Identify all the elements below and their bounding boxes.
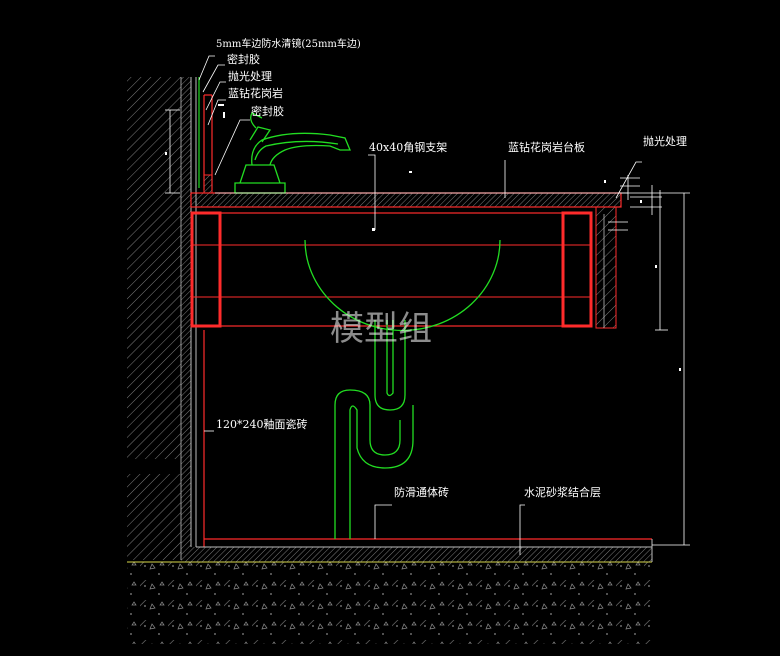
- label-wall-tile: 120*240釉面瓷砖: [216, 417, 308, 431]
- faucet: [234, 112, 351, 194]
- label-polish-right: 抛光处理: [643, 134, 687, 148]
- steel-frame: [190, 211, 593, 328]
- basin: [304, 239, 501, 332]
- countertop-slab: [190, 174, 622, 329]
- label-granite-counter: 蓝钻花岗岩台板: [508, 140, 585, 154]
- label-polish-left: 抛光处理: [228, 69, 272, 83]
- label-mortar: 水泥砂浆结合层: [524, 485, 601, 499]
- label-sealant-top: 密封胶: [227, 52, 260, 66]
- floor-layers: [127, 538, 653, 644]
- label-mirror-edge: 5mm车边防水清镜(25mm车边): [216, 37, 361, 50]
- left-wall: [127, 77, 182, 560]
- dimension-ticks: [165, 104, 681, 371]
- label-floor-tile: 防滑通体砖: [394, 485, 449, 499]
- leader-lines: [198, 55, 642, 555]
- drain-pipe: [334, 320, 414, 539]
- label-granite-left: 蓝钻花岗岩: [228, 86, 283, 100]
- label-steel-frame: 40x40角钢支架: [369, 141, 447, 154]
- label-sealant-mid: 密封胶: [251, 104, 284, 118]
- dimension-lines: [165, 109, 690, 546]
- watermark: 模型组: [330, 309, 432, 349]
- mirror-detail: [198, 77, 213, 190]
- labels: 5mm车边防水清镜(25mm车边) 密封胶 抛光处理 蓝钻花岗岩 密封胶 40x…: [216, 37, 687, 499]
